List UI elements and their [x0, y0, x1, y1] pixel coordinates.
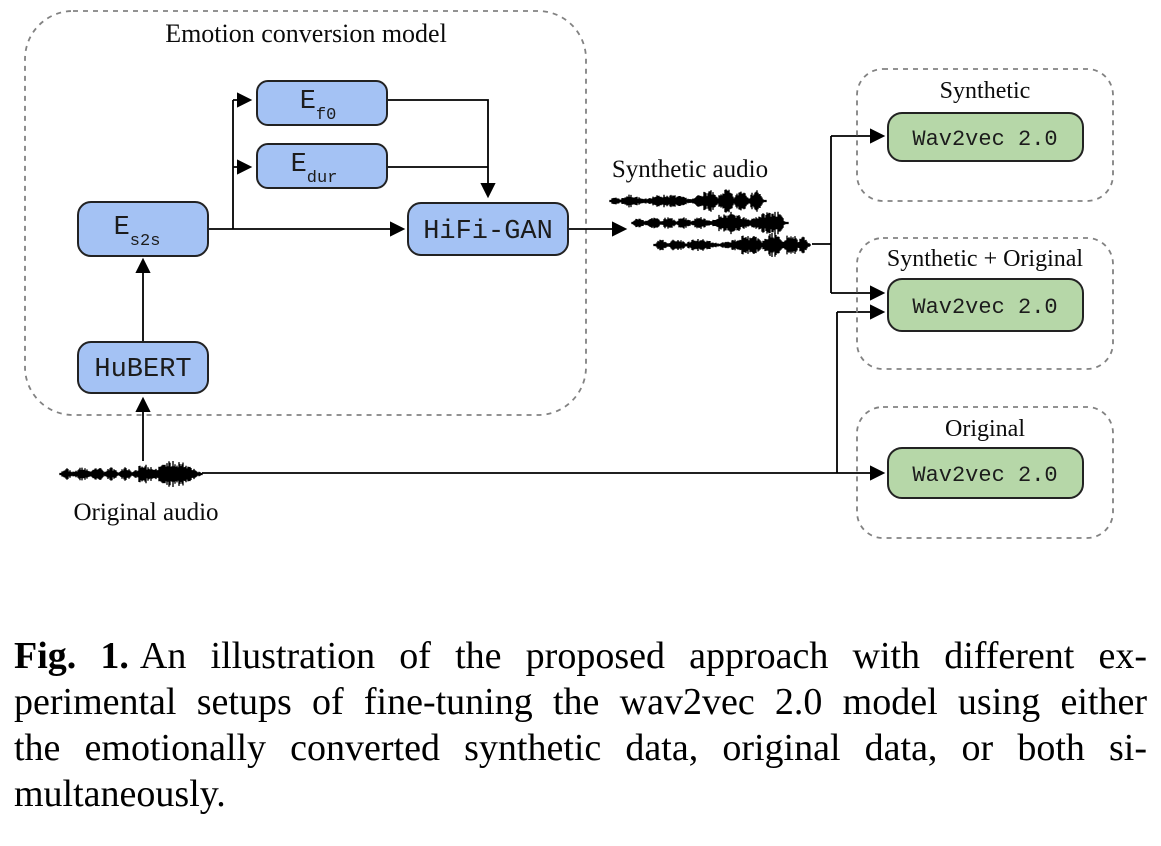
setup-synthetic-title: Synthetic	[940, 78, 1031, 104]
caption-line-4: multaneously.	[14, 773, 226, 815]
caption-line-3: the emotionally converted synthetic data…	[14, 727, 1147, 769]
node-hubert-label: HuBERT	[94, 355, 191, 385]
node-hifigan-box	[407, 202, 569, 256]
original-audio-label: Original audio	[73, 499, 218, 526]
original-waveform-icon	[59, 461, 203, 487]
synthetic-waveform-icon-1	[609, 189, 767, 213]
emotion-model-title: Emotion conversion model	[165, 19, 447, 48]
node-hifigan-label: HiFi-GAN	[423, 217, 553, 247]
synthetic-audio-label: Synthetic audio	[612, 156, 768, 183]
synthetic-waveform-icon-2	[631, 211, 789, 235]
node-es2s-label: Es2s	[114, 213, 161, 251]
node-edur-box	[256, 143, 388, 189]
node-ef0: Ef0	[256, 80, 388, 126]
node-es2s-box	[77, 201, 209, 257]
setup-synthetic-wav2vec-label: Wav2vec 2.0	[912, 127, 1057, 152]
setup-original-container	[856, 406, 1114, 539]
caption-figure-tag: Fig. 1.	[14, 635, 129, 677]
node-hubert: HuBERT	[77, 341, 209, 394]
caption-line-1-text: An illustration of the proposed approach…	[139, 635, 1147, 677]
node-hubert-box	[77, 341, 209, 394]
figure-diagram: Emotion conversion model Ef0 Edur	[24, 10, 1114, 539]
setup-original-wav2vec-box	[887, 447, 1084, 499]
setup-synthetic-original-title: Synthetic + Original	[887, 246, 1084, 272]
setup-synthetic-original: Synthetic + Original Wav2vec 2.0	[856, 237, 1114, 370]
setup-synthetic-container	[856, 68, 1114, 202]
node-ef0-label: Ef0	[300, 87, 337, 125]
setup-synthetic-original-wav2vec-box	[887, 278, 1084, 332]
node-edur: Edur	[256, 143, 388, 189]
setup-original-wav2vec-label: Wav2vec 2.0	[912, 463, 1057, 488]
node-edur-label: Edur	[291, 150, 338, 188]
node-ef0-box	[256, 80, 388, 126]
setup-original: Original Wav2vec 2.0	[856, 406, 1114, 539]
setup-original-title: Original	[945, 416, 1025, 442]
synthetic-waveform-icon-3	[653, 233, 811, 257]
node-hifigan: HiFi-GAN	[407, 202, 569, 256]
setup-synthetic-wav2vec-box	[887, 112, 1084, 162]
caption-line-2: perimental setups of fine-tuning the wav…	[14, 681, 1147, 723]
edge-ef0-to-hifigan	[387, 99, 496, 199]
figure-caption: Fig. 1.An illustration of the proposed a…	[14, 633, 1147, 817]
setup-synthetic: Synthetic Wav2vec 2.0	[856, 68, 1114, 202]
caption-line-1: Fig. 1.An illustration of the proposed a…	[14, 633, 1147, 679]
setup-synthetic-original-wav2vec-label: Wav2vec 2.0	[912, 295, 1057, 320]
emotion-model-container	[24, 10, 587, 416]
node-es2s: Es2s	[77, 201, 209, 257]
setup-synthetic-original-container	[856, 237, 1114, 370]
